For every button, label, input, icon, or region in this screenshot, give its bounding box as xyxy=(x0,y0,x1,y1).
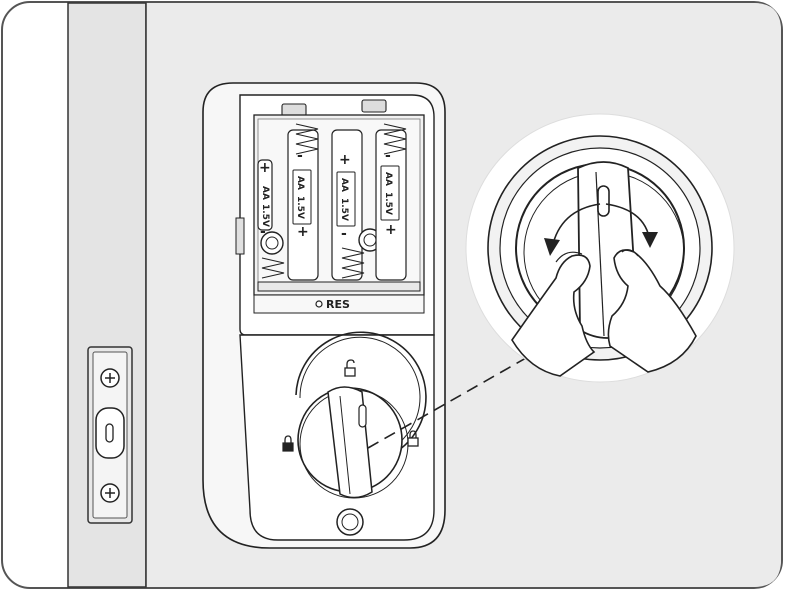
battery-1-terminal-bottom: - xyxy=(260,224,266,240)
hand-left xyxy=(511,251,596,377)
battery-4-type: AA xyxy=(383,172,393,186)
battery-2-type: AA xyxy=(295,176,305,190)
battery-3-terminal-top: + xyxy=(339,152,351,168)
battery-2-voltage: 1.5V xyxy=(295,196,305,219)
battery-1-terminal-top: + xyxy=(259,160,271,176)
battery-2-terminal-top: - xyxy=(297,148,303,164)
lock-closed-icon xyxy=(282,435,294,452)
thumbturn-dial[interactable] xyxy=(295,331,427,499)
battery-1: + AA 1.5V - xyxy=(257,159,273,240)
battery-3-voltage: 1.5V xyxy=(339,198,349,221)
battery-1-type: AA xyxy=(260,186,270,200)
zoom-callout xyxy=(465,113,735,383)
callout-leader-line xyxy=(367,349,541,449)
reset-strip xyxy=(253,294,425,314)
battery-1-voltage: 1.5V xyxy=(260,204,270,227)
lock-interior-unit: + AA 1.5V - - AA 1.5V + + xyxy=(202,82,446,549)
battery-compartment: + AA 1.5V - - AA 1.5V + + xyxy=(253,114,425,296)
battery-3-terminal-bottom: - xyxy=(341,226,347,242)
battery-4-terminal-bottom: + xyxy=(385,222,397,238)
rotate-arrows-icon xyxy=(544,203,658,256)
strike-plate xyxy=(87,346,133,524)
battery-4: - AA 1.5V + xyxy=(375,123,407,281)
reset-label: RES xyxy=(326,298,350,311)
screw-icon xyxy=(100,368,120,388)
screw-icon xyxy=(100,483,120,503)
battery-4-terminal-top: - xyxy=(385,148,391,164)
battery-3: + AA 1.5V - xyxy=(331,129,382,281)
battery-2-terminal-bottom: + xyxy=(297,224,309,240)
reset-button[interactable] xyxy=(315,300,323,308)
hand-right xyxy=(607,249,697,373)
battery-4-voltage: 1.5V xyxy=(383,192,393,215)
lock-closed-icon xyxy=(407,430,419,447)
lock-open-icon xyxy=(344,359,356,377)
battery-2: - AA 1.5V + xyxy=(260,123,319,281)
battery-3-type: AA xyxy=(339,178,349,192)
